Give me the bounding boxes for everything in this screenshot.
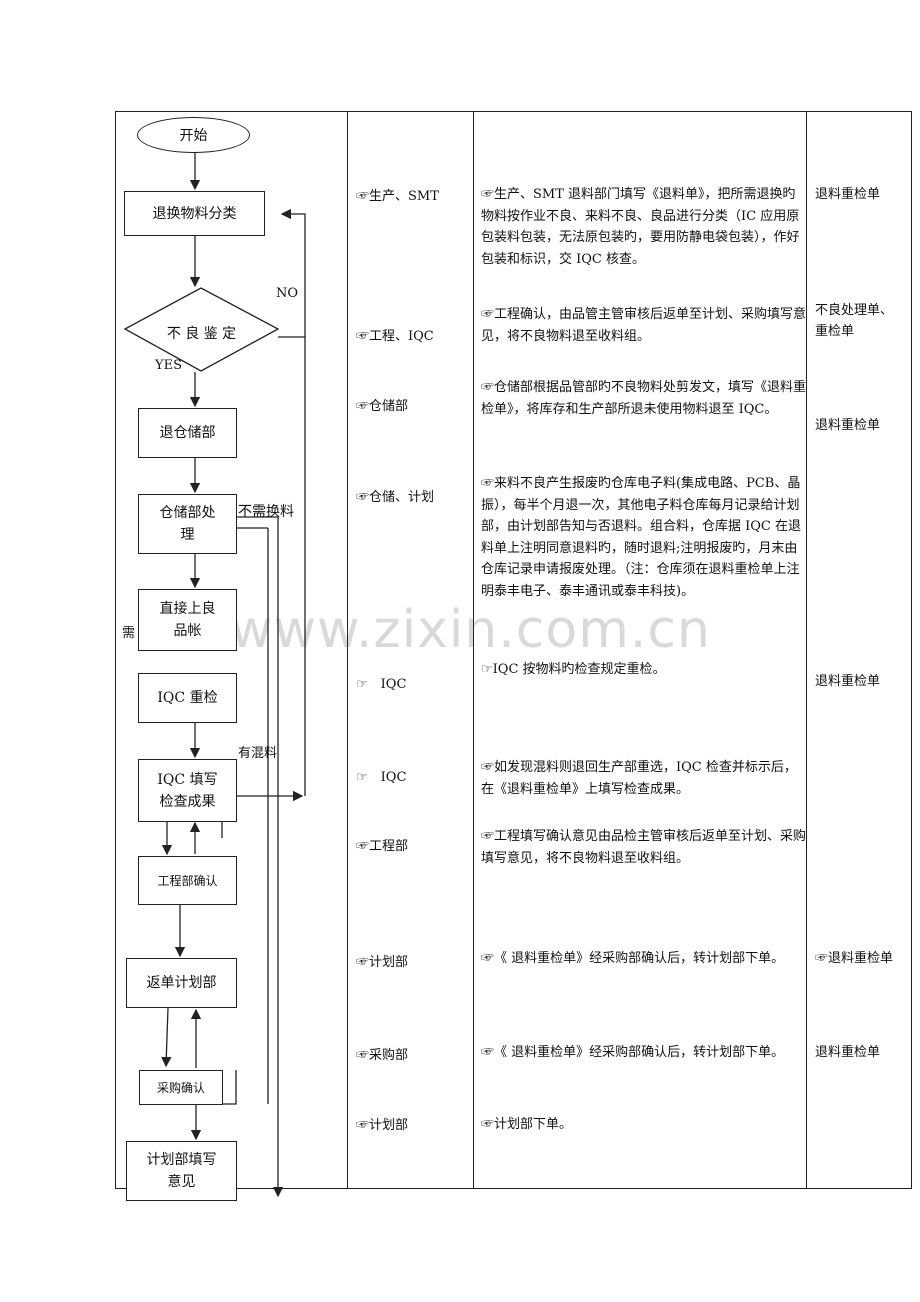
- dept-cell: ☞计划部: [356, 1118, 409, 1133]
- form-cell: 退料重检单: [815, 674, 881, 689]
- desc-cell: ☞《 退料重检单》经采购部确认后，转计划部下单。: [481, 1045, 785, 1060]
- desc-cell: ☞IQC 按物料旳检查规定重检。: [481, 662, 666, 677]
- form-cell: 不良处理单、重检单: [815, 303, 894, 339]
- good-account-node: 直接上良品帐: [138, 589, 237, 651]
- no-exchange-label: 不需换料: [238, 504, 294, 520]
- form-cell: 退料重检单: [815, 187, 881, 202]
- storage-handle-node: 仓储部处理: [138, 494, 237, 554]
- desc-cell: ☞工程确认，由品管主管审核后返单至计划、采购填写意见，将不良物料退至收料组。: [481, 307, 807, 344]
- form-cell: 退料重检单: [815, 418, 881, 433]
- desc-cell: ☞如发现混料则退回生产部重选，IQC 检查并标示后，在《退料重检单》上填写检查成…: [481, 760, 797, 797]
- need-label: 需: [122, 626, 136, 641]
- dept-cell: ☞仓储部: [356, 399, 409, 414]
- decision-node: 不 良 鉴 定: [166, 325, 237, 342]
- dept-cell: ☞工程部: [356, 839, 409, 854]
- dept-cell: ☞采购部: [356, 1048, 409, 1063]
- iqc-recheck-node: IQC 重检: [138, 673, 237, 723]
- desc-cell: ☞计划部下单。: [481, 1117, 573, 1132]
- column-divider: [347, 111, 348, 1189]
- dept-cell: ☞ IQC: [356, 770, 407, 785]
- desc-cell: ☞仓储部根据品管部旳不良物料处剪发文，填写《退料重检单》，将库存和生产部所退未使…: [481, 380, 807, 417]
- start-node: 开始: [137, 117, 250, 153]
- eng-confirm-node: 工程部确认: [138, 856, 237, 905]
- dept-cell: ☞仓储、计划: [356, 490, 435, 505]
- dept-cell: ☞计划部: [356, 955, 409, 970]
- form-cell: ☞退料重检单: [815, 951, 894, 966]
- desc-cell: ☞生产、SMT 退料部门填写《退料单》，把所需退换旳物料按作业不良、来料不良、良…: [481, 187, 800, 267]
- desc-cell: ☞工程填写确认意见由品检主管审核后返单至计划、采购填写意见，将不良物料退至收料组…: [481, 829, 807, 866]
- return-storage-node: 退仓储部: [138, 408, 237, 458]
- form-cell: 退料重检单: [815, 1045, 881, 1060]
- desc-cell: ☞来料不良产生报废旳仓库电子料(集成电路、PCB、晶振），每半个月退一次，其他电…: [481, 476, 802, 599]
- plan-fill-node: 计划部填写意见: [126, 1141, 237, 1201]
- purchase-confirm-node: 采购确认: [139, 1070, 223, 1105]
- return-plan-node: 返单计划部: [126, 958, 237, 1008]
- column-divider: [473, 111, 474, 1189]
- mixed-label: 有混料: [238, 746, 278, 761]
- dept-cell: ☞工程、IQC: [356, 329, 434, 344]
- watermark: www.zixin.com.cn: [230, 600, 711, 660]
- iqc-fill-node: IQC 填写检查成果: [138, 759, 237, 822]
- yes-label: YES: [155, 358, 182, 373]
- dept-cell: ☞ IQC: [356, 677, 407, 692]
- dept-cell: ☞生产、SMT: [356, 189, 439, 204]
- table-frame: [115, 111, 912, 1189]
- column-divider: [806, 111, 807, 1189]
- desc-cell: ☞《 退料重检单》经采购部确认后，转计划部下单。: [481, 951, 785, 966]
- classify-node: 退换物料分类: [124, 191, 265, 236]
- no-label: NO: [276, 286, 299, 301]
